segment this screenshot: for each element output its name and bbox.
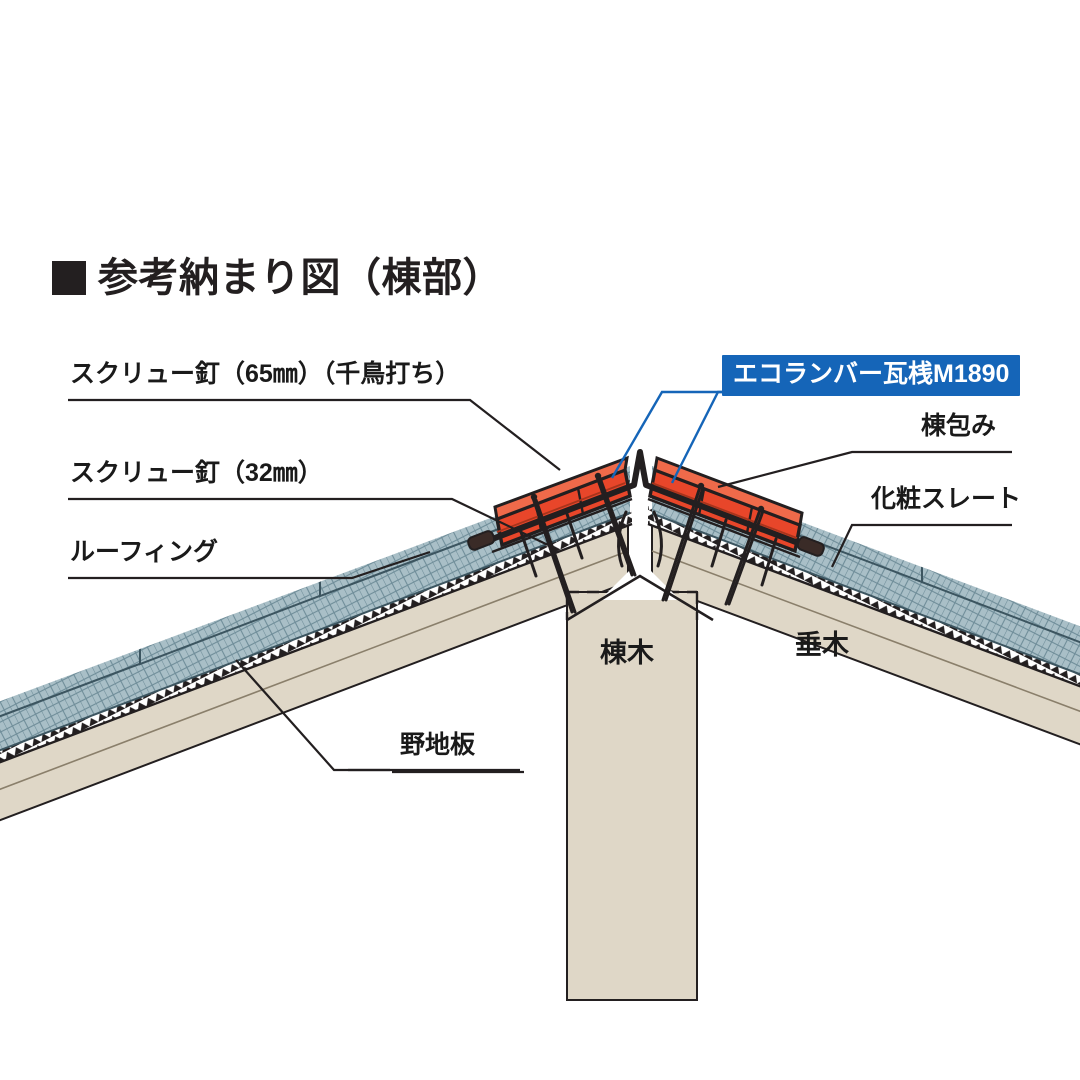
leader-lines-left	[68, 398, 561, 772]
leader-lines-right	[717, 450, 1012, 568]
page-title: 参考納まり図（棟部）	[52, 258, 503, 298]
ridge-beam-top-edges	[566, 574, 714, 622]
screw-nails	[518, 475, 778, 614]
label-rafter: 垂木	[795, 630, 849, 660]
nail-heads	[530, 472, 765, 513]
callout-screw-nail-65: スクリュー釘（65㎜）（千鳥打ち）	[70, 360, 461, 388]
ridge-cap	[484, 449, 809, 549]
title-label: 参考納まり図（棟部）	[98, 256, 503, 300]
ridge-cap-end-left	[467, 530, 496, 551]
callout-roofing: ルーフィング	[70, 538, 219, 566]
callout-eco-lumber-batten: エコランバー瓦桟M1890	[722, 355, 1021, 396]
callout-ridge-cap: 棟包み	[921, 412, 997, 440]
callout-sheathing: 野地板	[400, 731, 476, 759]
callout-decorative-slate: 化粧スレート	[871, 485, 1022, 513]
ridge-cap-end-right	[796, 536, 825, 557]
callout-screw-nail-32: スクリュー釘（32㎜）	[70, 459, 323, 487]
title-bullet-square	[52, 261, 86, 295]
label-ridge-beam: 棟木	[600, 638, 654, 668]
apex-nail-pair	[617, 510, 663, 568]
